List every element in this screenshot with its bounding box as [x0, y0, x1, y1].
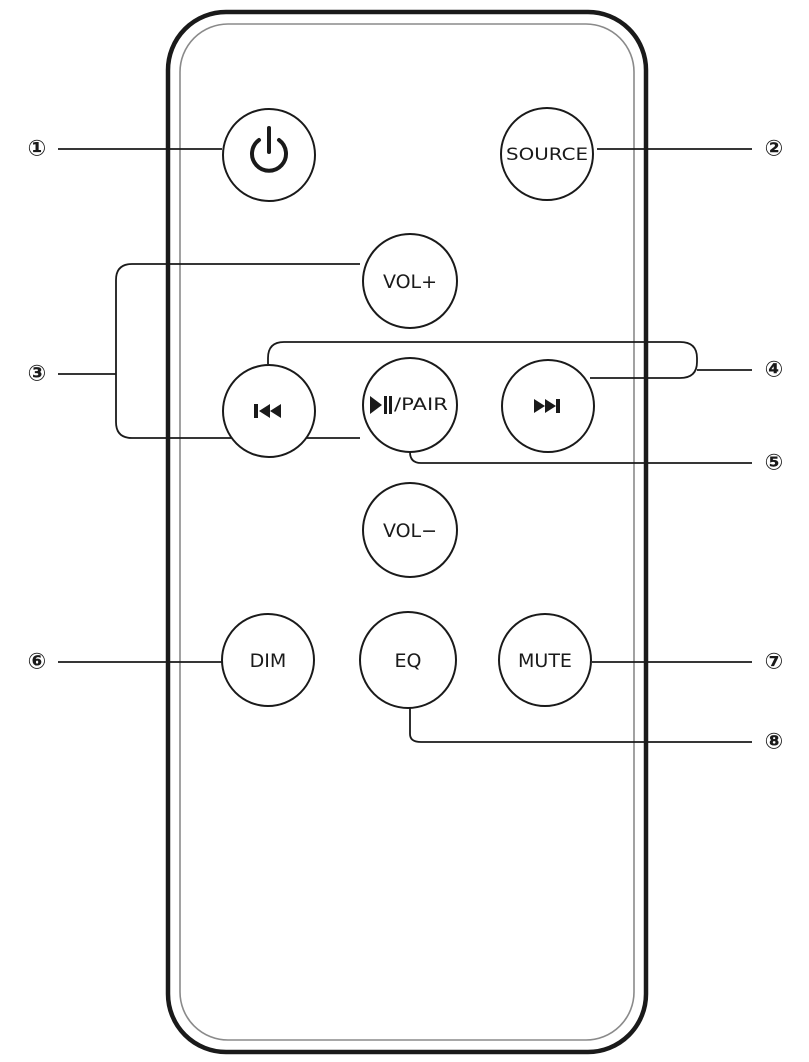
skip-next-icon [534, 399, 560, 413]
play-pause-icon [370, 396, 392, 414]
eq-button[interactable]: EQ [359, 611, 457, 709]
remote-inner-outline [179, 23, 635, 1041]
vol-up-button[interactable]: VOL+ [362, 233, 458, 329]
callout-2: ② [765, 137, 784, 162]
mute-button[interactable]: MUTE [498, 613, 592, 707]
leader-4 [267, 341, 752, 379]
leader-3 [58, 263, 360, 439]
next-track-button[interactable] [501, 359, 595, 453]
skip-previous-icon [254, 404, 281, 418]
power-icon [250, 126, 288, 173]
power-button[interactable] [222, 108, 316, 202]
dim-button[interactable]: DIM [221, 613, 315, 707]
vol-down-button[interactable]: VOL− [362, 482, 458, 578]
source-button[interactable]: SOURCE [500, 107, 594, 201]
leader-8 [409, 708, 752, 743]
callouts: ① ② ③ ④ ⑤ ⑥ ⑦ ⑧ [28, 137, 784, 755]
callout-8: ⑧ [765, 730, 784, 755]
leader-lines [58, 148, 752, 743]
callout-3: ③ [28, 362, 47, 387]
callout-1: ① [28, 137, 47, 162]
previous-track-button[interactable] [222, 364, 316, 458]
callout-5: ⑤ [765, 451, 784, 476]
callout-6: ⑥ [28, 650, 47, 675]
callout-7: ⑦ [765, 650, 784, 675]
play-pause-pair-button[interactable]: /PAIR [362, 357, 458, 453]
callout-4: ④ [765, 358, 784, 383]
